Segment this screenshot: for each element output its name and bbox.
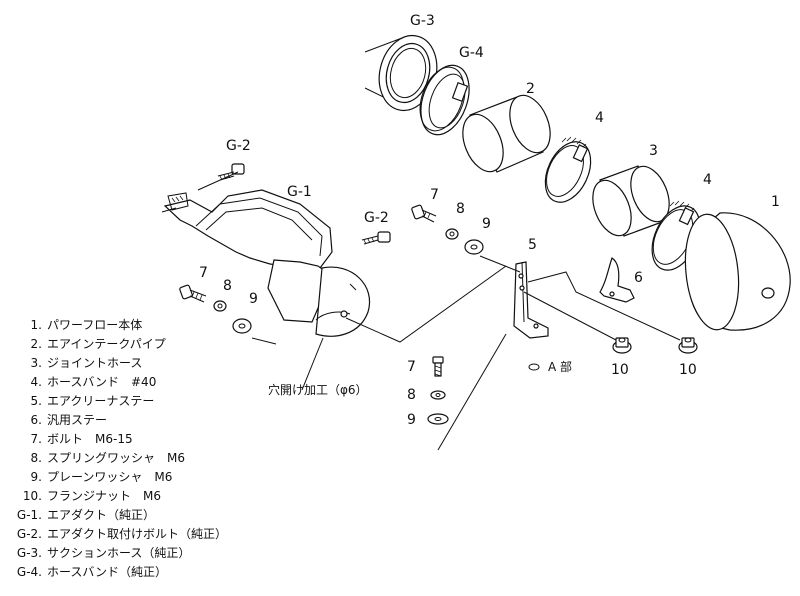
callout-7-detail: 7 (407, 359, 416, 375)
legend-item-text: エアクリーナステー (47, 394, 155, 408)
legend-item-number: 6. (30, 413, 42, 427)
callout-g1: G-1 (287, 184, 312, 200)
callout-labels: G-3 G-4 2 4 3 4 1 G-2 G-1 G-2 7 8 9 5 6 … (199, 13, 780, 428)
legend-item-number: 7. (30, 432, 42, 446)
legend-item: 7. ボルト M6-15 (8, 430, 308, 449)
legend-item-number: 10. (22, 489, 42, 503)
legend-item: 5. エアクリーナステー (8, 392, 308, 411)
legend-item: 1. パワーフロー本体 (8, 316, 308, 335)
legend-item-text: ホースバンド（純正） (47, 565, 168, 579)
callout-1: 1 (771, 194, 780, 210)
fastener-detail-a (427, 356, 449, 425)
legend-item-text: スプリングワッシャ M6 (47, 451, 185, 465)
legend-item-number: G-4. (16, 565, 42, 579)
legend-item: 2. エアインテークパイプ (8, 335, 308, 354)
legend-item: G-3. サクションホース（純正） (8, 544, 308, 563)
legend-item: G-2. エアダクト取付けボルト（純正） (8, 525, 308, 544)
air-intake-pipe-2 (462, 94, 551, 173)
legend-item-text: サクションホース（純正） (47, 546, 191, 560)
legend-item-text: ジョイントホース (47, 356, 143, 370)
callout-9-left: 9 (249, 291, 258, 307)
legend-item-number: 9. (30, 470, 42, 484)
callout-9-detail: 9 (407, 412, 416, 428)
callout-8-detail: 8 (407, 387, 416, 403)
duct-mount-bolt-g2-upper (217, 163, 245, 181)
legend-item: 9. プレーンワッシャ M6 (8, 468, 308, 487)
air-duct-g1 (161, 189, 371, 337)
legend-item-text: エアインテークパイプ (47, 337, 166, 351)
legend-item-number: 2. (30, 337, 42, 351)
power-flow-filter-1 (684, 212, 791, 331)
assembly-leader-lines (197, 171, 681, 451)
universal-stay-6 (599, 257, 635, 303)
legend-item: 10. フランジナット M6 (8, 487, 308, 506)
legend-item: G-4. ホースバンド（純正） (8, 563, 308, 582)
legend-item-number: G-1. (16, 508, 42, 522)
legend-item-number: 8. (30, 451, 42, 465)
parts-legend: 1. パワーフロー本体 2. エアインテークパイプ 3. ジョイントホース 4. ホースバンド… (8, 316, 308, 582)
callout-10-right: 10 (679, 362, 697, 378)
legend-item: 8. スプリングワッシャ M6 (8, 449, 308, 468)
callout-4-upper: 4 (595, 110, 604, 126)
legend-item-text: エアダクト取付けボルト（純正） (47, 527, 228, 541)
callout-7-center: 7 (430, 187, 439, 203)
legend-item: 4. ホースバンド #40 (8, 373, 308, 392)
callout-9-center: 9 (482, 216, 491, 232)
callout-8-center: 8 (456, 201, 465, 217)
fastener-set-left (179, 284, 252, 334)
callout-3: 3 (649, 143, 658, 159)
legend-item-text: エアダクト（純正） (47, 508, 156, 522)
callout-2: 2 (526, 81, 535, 97)
legend-item-text: ボルト M6-15 (47, 432, 133, 446)
callout-g4: G-4 (459, 45, 484, 61)
legend-item-number: 3. (30, 356, 42, 370)
legend-item-number: 1. (30, 318, 42, 332)
hole-drilling-note: 穴開け加工（φ6） (268, 382, 368, 397)
hose-band-g4 (419, 64, 470, 136)
legend-item-text: フランジナット M6 (47, 489, 161, 503)
legend-item-number: G-2. (16, 527, 42, 541)
suction-hose-g3 (364, 34, 438, 112)
legend-item: 3. ジョイントホース (8, 354, 308, 373)
callout-6: 6 (634, 270, 643, 286)
flange-nut-10-left (612, 337, 632, 354)
joint-hose-3 (592, 165, 670, 237)
callout-g2-lower: G-2 (364, 210, 389, 226)
legend-item-number: 5. (30, 394, 42, 408)
callout-4-lower: 4 (703, 172, 712, 188)
callout-8-left: 8 (223, 278, 232, 294)
duct-mount-bolt-g2-lower (361, 231, 391, 245)
callout-10-left: 10 (611, 362, 629, 378)
legend-item-text: 汎用ステー (47, 413, 108, 427)
callout-g2-upper: G-2 (226, 138, 251, 154)
callout-5: 5 (528, 237, 537, 253)
callout-g3: G-3 (410, 13, 435, 29)
legend-item-number: 4. (30, 375, 42, 389)
legend-item-text: ホースバンド #40 (47, 375, 157, 389)
legend-item-number: G-3. (16, 546, 42, 560)
fastener-set-center (411, 204, 484, 255)
air-cleaner-stay-5 (513, 261, 549, 339)
legend-item: G-1. エアダクト（純正） (8, 506, 308, 525)
hose-band-4-upper (544, 136, 592, 203)
legend-item-text: パワーフロー本体 (47, 318, 143, 332)
flange-nut-10-right (678, 337, 698, 354)
legend-item-text: プレーンワッシャ M6 (47, 470, 173, 484)
detail-a-label: A 部 (548, 359, 572, 374)
legend-item: 6. 汎用ステー (8, 411, 308, 430)
callout-7-left: 7 (199, 265, 208, 281)
